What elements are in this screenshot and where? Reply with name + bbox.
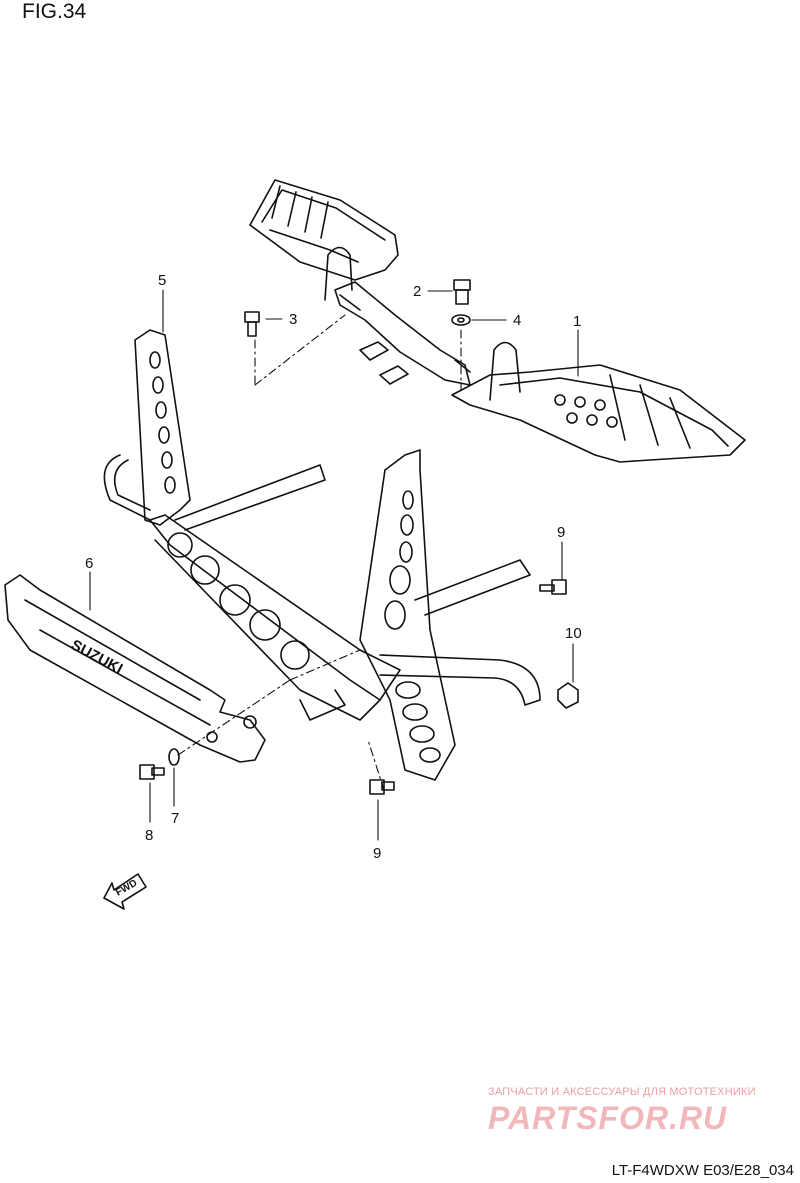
callout-5: 5 — [158, 272, 166, 289]
callout-4: 4 — [513, 312, 521, 329]
rear-bracket-assembly — [249, 179, 746, 463]
bolt-part-8 — [139, 764, 165, 780]
callout-10: 10 — [565, 625, 582, 642]
callout-1: 1 — [573, 313, 581, 330]
bolt-part-9-upper — [539, 579, 567, 595]
nut-part-10 — [557, 682, 579, 709]
forward-direction-arrow: FWD — [103, 873, 147, 910]
watermark-caption: ЗАПЧАСТИ И АКСЕССУАРЫ ДЛЯ МОТОТЕХНИКИ — [488, 1086, 756, 1098]
skid-plate-logo: SUZUKI — [68, 637, 125, 678]
washer-part-4 — [451, 314, 471, 326]
callout-3: 3 — [289, 311, 297, 328]
washer-part-7 — [168, 748, 180, 766]
callout-2: 2 — [413, 283, 421, 300]
assembly-lines — [177, 314, 462, 791]
bolt-part-3 — [244, 311, 260, 337]
callout-6: 6 — [85, 555, 93, 572]
callout-9-lower: 9 — [373, 845, 381, 862]
model-code: LT-F4WDXW E03/E28_034 — [611, 1162, 794, 1179]
callout-numbers: 1 2 3 4 5 6 7 8 9 10 9 — [85, 272, 582, 862]
figure-title: FIG.34 — [22, 0, 87, 23]
callout-7: 7 — [171, 810, 179, 827]
leader-lines — [89, 289, 579, 841]
front-bumper-frame — [103, 329, 541, 781]
skid-plate: SUZUKI — [4, 574, 266, 763]
watermark-logo: PARTSFOR.RU — [488, 1100, 728, 1136]
callout-9-upper: 9 — [557, 524, 565, 541]
bolt-part-9-lower — [369, 779, 395, 795]
bolt-part-2 — [453, 279, 471, 305]
callout-8: 8 — [145, 827, 153, 844]
watermark: ЗАПЧАСТИ И АКСЕССУАРЫ ДЛЯ МОТОТЕХНИКИ PA… — [488, 1086, 788, 1137]
